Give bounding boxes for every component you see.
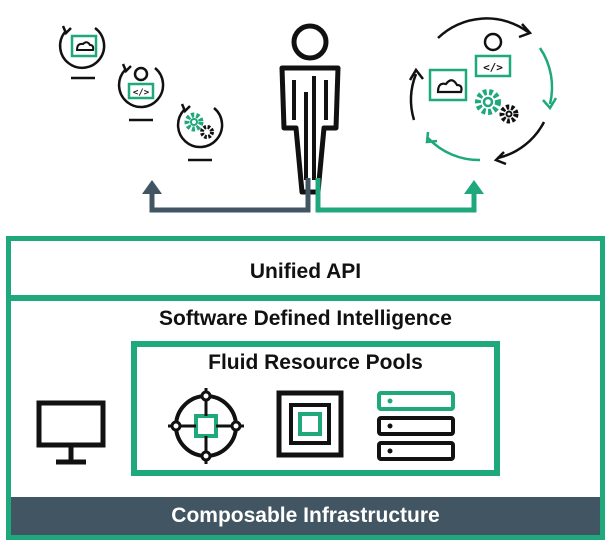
svg-text:</>: </>: [483, 61, 503, 74]
fabric-stack-icon: [377, 391, 455, 461]
software-defined-intelligence-label: Software Defined Intelligence: [159, 307, 452, 330]
cloud-app-icon: [428, 68, 468, 102]
developer-icon: </>: [474, 32, 512, 78]
developer-icon: </>: [117, 63, 165, 122]
compute-node-icon: [168, 388, 244, 464]
cloud-app-icon: [58, 25, 106, 80]
cycle-arrows-icon: [408, 17, 558, 166]
left-flow-arrow: [142, 178, 311, 213]
gears-icon: [176, 103, 224, 162]
composable-infrastructure-label: Composable Infrastructure: [11, 497, 600, 535]
person-icon: [279, 23, 341, 195]
unified-api-label: Unified API: [249, 260, 362, 283]
right-flow-arrow: [315, 178, 484, 213]
svg-text:</>: </>: [133, 88, 150, 98]
gears-icon: [475, 89, 519, 124]
layer-divider: [11, 295, 600, 301]
monitor-icon: [36, 400, 106, 465]
storage-square-icon: [276, 390, 344, 458]
fluid-resource-pools-label: Fluid Resource Pools: [208, 351, 423, 374]
